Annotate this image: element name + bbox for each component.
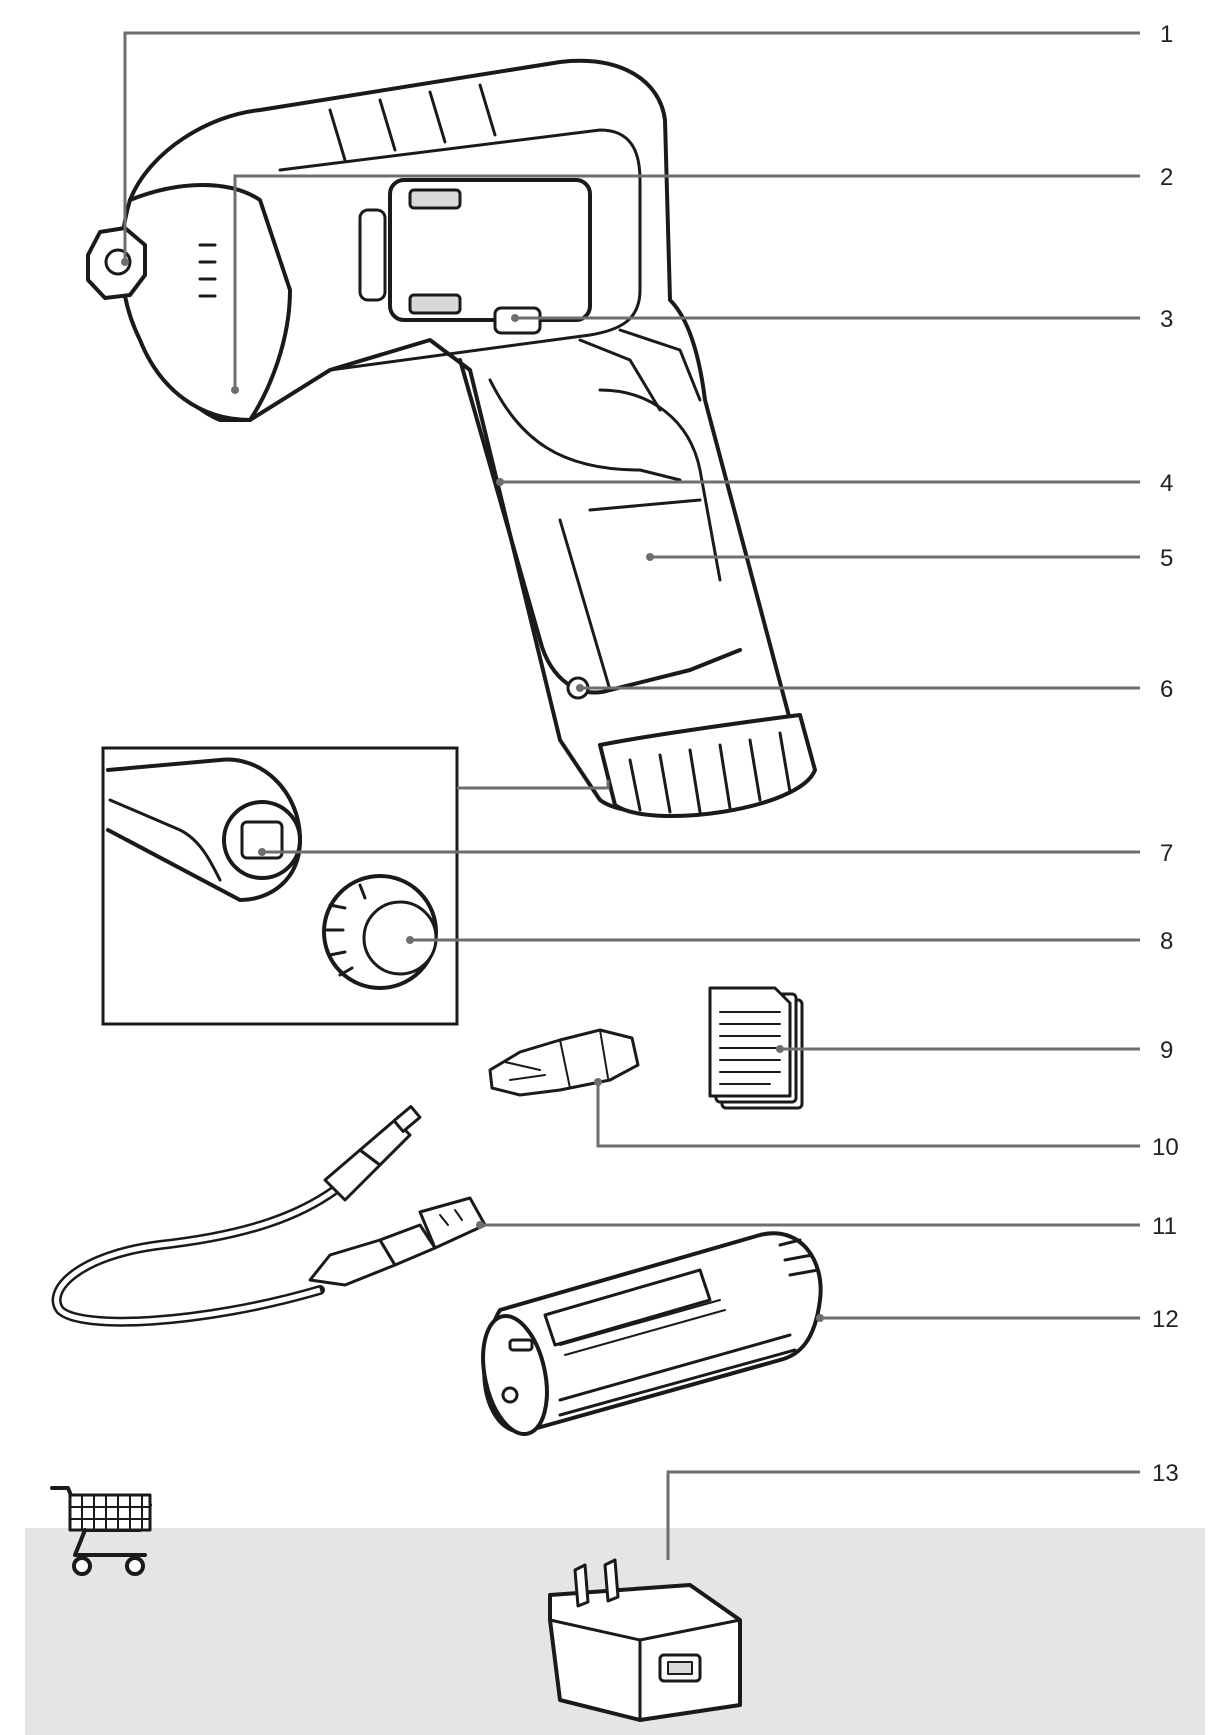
leader-lines xyxy=(121,31,1140,1560)
leader-dot-10 xyxy=(594,1078,602,1086)
callout-numbers: 1 2 3 4 5 6 7 8 9 10 11 12 13 xyxy=(1152,21,1179,1487)
callout-1: 1 xyxy=(1160,21,1173,48)
screw-bit-illustration xyxy=(488,1028,640,1097)
callout-7: 7 xyxy=(1160,840,1173,867)
battery-pack-illustration xyxy=(481,1231,823,1437)
leader-dot-4 xyxy=(496,478,504,486)
leader-dot-5 xyxy=(646,553,654,561)
leader-dot-12 xyxy=(816,1314,824,1322)
battery-cap-inset xyxy=(101,746,610,1026)
shopping-cart-icon xyxy=(50,1486,152,1576)
charger-adapter-illustration xyxy=(548,1558,742,1722)
callout-10: 10 xyxy=(1152,1134,1179,1161)
leader-dot-6 xyxy=(576,684,584,692)
callout-4: 4 xyxy=(1160,470,1173,497)
screwdriver-illustration xyxy=(86,58,817,819)
leader-dot-7 xyxy=(258,848,266,856)
usb-cable-illustration xyxy=(51,1105,487,1327)
leader-10 xyxy=(596,1082,1140,1148)
leader-dot-11 xyxy=(476,1221,484,1229)
callout-9: 9 xyxy=(1160,1037,1173,1064)
callout-13: 13 xyxy=(1152,1460,1179,1487)
callout-2: 2 xyxy=(1160,164,1173,191)
callout-11: 11 xyxy=(1152,1213,1177,1240)
leader-13 xyxy=(666,1470,1140,1560)
leader-dot-2 xyxy=(231,386,239,394)
callout-8: 8 xyxy=(1160,928,1173,955)
callout-12: 12 xyxy=(1152,1306,1179,1333)
callout-3: 3 xyxy=(1160,306,1173,333)
leader-dot-1 xyxy=(121,258,129,266)
leader-dot-8 xyxy=(406,936,414,944)
leader-1 xyxy=(123,31,1140,262)
leader-2 xyxy=(233,174,1140,390)
callout-6: 6 xyxy=(1160,676,1173,703)
leader-dot-9 xyxy=(776,1045,784,1053)
leader-dot-3 xyxy=(511,314,519,322)
callout-5: 5 xyxy=(1160,545,1173,572)
